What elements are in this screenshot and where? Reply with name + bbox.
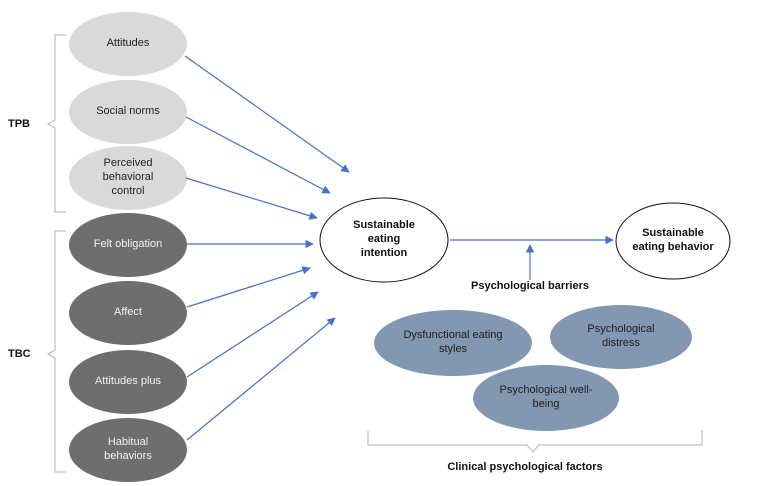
tbc-node-habitual-behaviors [69,418,187,482]
clinical-node-dysfunctional [374,310,532,376]
tpb-label: TPB [8,118,30,130]
tpb-bracket [46,34,66,213]
clinical-node-wellbeing [473,365,619,431]
tbc-node-felt-obligation [69,213,187,277]
arrow-attitudes [184,55,350,173]
tbc-bracket [46,230,66,473]
arrow-attitudes-plus [186,291,319,378]
tbc-label: TBC [8,348,31,360]
tpb-node-attitudes [69,12,187,76]
intention-node [319,197,449,283]
arrow-habitual-behaviors [186,317,336,441]
arrow-affect [186,266,311,308]
clinical-bracket [367,430,703,453]
behavior-node [615,202,731,280]
arrow-social-norms [185,116,331,194]
tbc-node-affect [69,281,187,345]
tpb-node-perceived-control [69,146,187,210]
clinical-node-distress [550,305,692,369]
tbc-node-attitudes-plus [69,350,187,414]
tpb-node-social-norms [69,80,187,144]
arrow-perceived-control [185,177,318,220]
